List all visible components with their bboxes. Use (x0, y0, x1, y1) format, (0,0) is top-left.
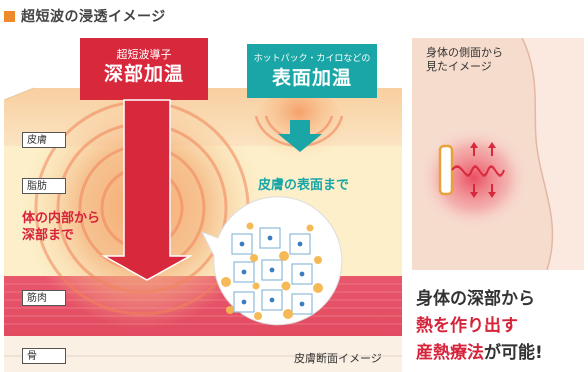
heat-arrows-icon (470, 142, 496, 198)
side-view-panel: 身体の側面から 見たイメージ (412, 37, 584, 271)
skin-cross-section: 超短波導子 深部加温 ホットパック・カイロなどの 表面加温 皮膚 脂肪 筋肉 骨… (4, 38, 402, 372)
surface-callout: ホットパック・カイロなどの 表面加温 (247, 52, 377, 90)
side-view-label-line2: 見たイメージ (426, 60, 492, 73)
coil-icon (451, 164, 505, 178)
tagline: 身体の深部から 熱を作り出す 産熱療法が可能! (416, 286, 588, 367)
layer-label-skin: 皮膚 (22, 132, 66, 148)
heading-square-icon (4, 10, 15, 22)
bone-layer (4, 336, 402, 372)
tagline-line3: 産熱療法が可能! (416, 340, 588, 367)
tagline-line1: 身体の深部から (416, 289, 535, 309)
deep-callout-box (80, 38, 208, 100)
deep-arrow (101, 99, 193, 281)
surface-callout-subtitle: ホットパック・カイロなどの (253, 54, 371, 64)
deep-callout: 超短波導子 深部加温 (80, 48, 208, 86)
side-view-illustration (412, 37, 584, 271)
tagline-highlight: 産熱療法 (416, 343, 484, 363)
surface-description: 皮膚の表面まで (258, 178, 350, 193)
cross-section-illustration (4, 38, 402, 372)
side-view-label: 身体の側面から 見たイメージ (426, 46, 503, 74)
deep-callout-title: 深部加温 (103, 63, 184, 85)
cell-cluster (221, 222, 323, 320)
side-applicator (438, 144, 454, 196)
deep-description-line2: 深部まで (22, 228, 75, 243)
side-view-label-line1: 身体の側面から (426, 46, 503, 59)
heading-title: 超短波の浸透イメージ (21, 9, 166, 25)
tagline-line2: 熱を作り出す (416, 316, 518, 336)
layer-label-bone: 骨 (22, 348, 66, 364)
layer-label-muscle: 筋肉 (22, 290, 66, 306)
layer-label-fat: 脂肪 (22, 178, 66, 194)
surface-arrow (278, 120, 322, 152)
tagline-rest: が可能! (484, 343, 543, 363)
surface-callout-title: 表面加温 (271, 67, 352, 89)
cross-section-caption: 皮膚断面イメージ (294, 352, 382, 365)
deep-description-line1: 体の内部から (22, 211, 101, 226)
deep-callout-subtitle: 超短波導子 (116, 48, 172, 61)
deep-description: 体の内部から 深部まで (22, 210, 100, 244)
section-heading: 超短波の浸透イメージ (4, 4, 166, 28)
surface-callout-box (247, 44, 377, 98)
